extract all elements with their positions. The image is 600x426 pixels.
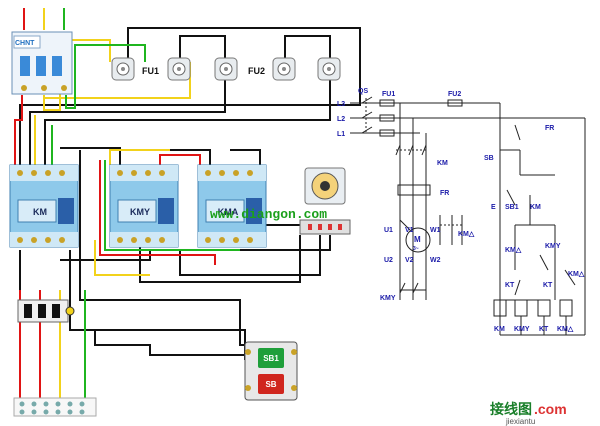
label-km: KM (437, 160, 448, 167)
label-km-delta-ctrl: KM△ (505, 247, 522, 254)
contactor-km: KM (9, 164, 79, 248)
label-sb: SB (484, 155, 494, 162)
label-coil-kt: KT (539, 326, 549, 333)
pushbutton-station: SB1 SB (244, 341, 298, 401)
schematic (350, 96, 586, 336)
label-kt-2: KT (543, 282, 553, 289)
stop-button-label: SB (265, 380, 276, 389)
fu2-label: FU2 (248, 66, 265, 76)
start-button-label: SB1 (263, 354, 279, 363)
label-fu2: FU2 (448, 91, 461, 98)
fuse-holder (111, 57, 135, 81)
label-sb1: SB1 (505, 204, 519, 211)
label-coil-kmy: KMY (514, 326, 530, 333)
start-button[interactable] (258, 348, 284, 368)
label-l1: L1 (337, 131, 345, 138)
site-watermark-cn: 接线图 (490, 401, 532, 417)
label-fr: FR (545, 125, 554, 132)
label-fu1: FU1 (382, 91, 395, 98)
label-l2: L2 (337, 116, 345, 123)
label-w1: W1 (430, 227, 441, 234)
fuse-holder (317, 57, 341, 81)
label-coil-km: KM (494, 326, 505, 333)
circuit-breaker: CHNT (11, 31, 73, 95)
schematic-labels: L3 L2 L1 QS FU1 FU2 FR KM FR U1 V1 W1 U2… (337, 88, 585, 333)
contactor-kma: KMA (197, 164, 267, 248)
label-v2: V2 (405, 257, 414, 264)
site-watermark: 接线图 .com jiexiantu (490, 401, 567, 426)
contactor-kmy-label: KMY (130, 207, 150, 217)
label-motor-sub: 3~ (413, 246, 419, 252)
label-km-ctrl: KM (530, 204, 541, 211)
label-km-delta: KM△ (458, 231, 475, 238)
fuse-holder (214, 57, 238, 81)
label-u1: U1 (384, 227, 393, 234)
terminal-block (13, 397, 97, 417)
fuse-holder (167, 57, 191, 81)
label-l3: L3 (337, 101, 345, 108)
site-watermark-suffix: .com (534, 401, 567, 417)
label-km-delta-right: KM△ (568, 271, 585, 278)
breaker-brand: CHNT (15, 40, 35, 47)
label-coil-km-delta: KM△ (557, 326, 574, 333)
label-kmy: KMY (380, 295, 396, 302)
fu1-label: FU1 (142, 66, 159, 76)
fuse-holders: FU1 FU2 (111, 57, 341, 81)
fuse-holder (272, 57, 296, 81)
green-wires (51, 8, 240, 400)
contactor-kma-label: KMA (218, 207, 239, 217)
label-u2: U2 (384, 257, 393, 264)
thermal-relay (17, 299, 75, 323)
label-kt-1: KT (505, 282, 515, 289)
label-e: E (491, 204, 496, 211)
label-v1: V1 (405, 227, 414, 234)
stop-button[interactable] (258, 374, 284, 394)
watermark-url: www.diangon.com (210, 207, 327, 222)
label-motor: M (414, 235, 421, 244)
label-kmy-ctrl: KMY (545, 243, 561, 250)
site-watermark-pinyin: jiexiantu (505, 417, 535, 426)
contactor-kmy: KMY (109, 164, 179, 248)
label-qs: QS (358, 88, 368, 95)
label-fr-heater: FR (440, 190, 449, 197)
label-w2: W2 (430, 257, 441, 264)
contactor-km-label: KM (33, 207, 47, 217)
time-relay (299, 167, 351, 235)
